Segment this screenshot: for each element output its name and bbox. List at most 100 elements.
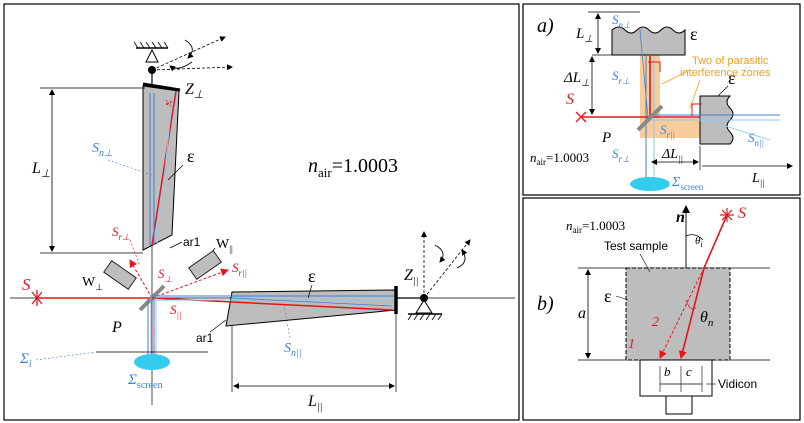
svg-text:Sr⊥: Sr⊥ bbox=[612, 68, 630, 86]
rotation-arrow-icon bbox=[456, 249, 468, 269]
svg-text:Sn⊥: Sn⊥ bbox=[612, 12, 631, 30]
panel-b-b: b bbox=[664, 364, 671, 379]
rotation-arrow-icon bbox=[434, 244, 446, 263]
label-Sr-par: S bbox=[232, 260, 239, 275]
label-Sigma-screen: Σ bbox=[127, 372, 137, 388]
svg-text:nair=1.0003: nair=1.0003 bbox=[530, 150, 589, 167]
panel-b-ray-1-label: 1 bbox=[628, 337, 635, 352]
label-Sigma-i: Σ bbox=[19, 351, 29, 367]
panel-a-annotation-2: interference zones bbox=[680, 67, 771, 79]
label-W-par: W bbox=[216, 237, 230, 252]
panel-b-ray-1 bbox=[659, 267, 705, 359]
svg-text:L⊥: L⊥ bbox=[31, 160, 51, 180]
label-S-source: S bbox=[22, 275, 31, 294]
label-ar1-bottom: ar1 bbox=[196, 331, 214, 345]
svg-text:L||: L|| bbox=[751, 171, 765, 188]
rotation-arrow-icon bbox=[184, 39, 194, 59]
panel-b-epsilon: ε bbox=[604, 286, 612, 306]
svg-text:Sr⊥: Sr⊥ bbox=[112, 224, 130, 242]
panel-a-Sr-perp: S bbox=[612, 68, 619, 83]
label-P: P bbox=[111, 319, 122, 336]
panel-a-Sn-perp: S bbox=[612, 12, 619, 27]
label-Z-perp: Z bbox=[185, 81, 195, 98]
panel-b-test-sample-label: Test sample bbox=[604, 239, 668, 253]
label-S-perp: S bbox=[158, 266, 165, 281]
label-Sn-par: S bbox=[284, 341, 291, 356]
panel-b-incident-ray bbox=[703, 214, 728, 269]
sample-epsilon-horizontal bbox=[225, 289, 397, 327]
label-epsilon-right: ε bbox=[308, 266, 316, 286]
window-W-par bbox=[188, 250, 222, 280]
panel-a-dL-perp: ΔL bbox=[563, 70, 581, 86]
svg-text:ΔL⊥: ΔL⊥ bbox=[563, 70, 590, 89]
svg-text:Sn||: Sn|| bbox=[748, 130, 764, 148]
svg-text:Sr||: Sr|| bbox=[232, 260, 247, 278]
panel-b-ray-2-label: 2 bbox=[652, 315, 659, 330]
rotation-arrow-icon bbox=[169, 61, 193, 72]
panel-b-theta-n: θ bbox=[700, 309, 708, 326]
panel-b-a: a bbox=[578, 305, 586, 322]
window-W-perp bbox=[103, 260, 137, 290]
panel-a: a) ε ε L⊥ ΔL⊥ Sn⊥ Sr⊥ Two of parasitic i… bbox=[530, 11, 793, 192]
panel-b-c: c bbox=[686, 364, 692, 379]
label-L-perp: L bbox=[31, 160, 41, 177]
panel-b-n-vector: n bbox=[676, 209, 685, 226]
panel-a-Sn-par: S bbox=[748, 130, 755, 145]
label-epsilon-top: ε bbox=[187, 146, 195, 166]
panel-a-label: a) bbox=[537, 15, 554, 37]
panel-a-annotation-1: Two of parasitic bbox=[692, 55, 769, 67]
label-ar1-top: ar1 bbox=[183, 235, 201, 249]
svg-text:Z||: Z|| bbox=[404, 267, 418, 287]
label-n-air-main: n bbox=[308, 155, 318, 177]
svg-text:θi: θi bbox=[695, 235, 703, 249]
panel-b-theta-i: θ bbox=[695, 235, 701, 247]
label-Sn-perp: S bbox=[92, 141, 99, 156]
svg-text:Sr⊥: Sr⊥ bbox=[612, 146, 630, 164]
panel-b-label: b) bbox=[537, 293, 554, 315]
panel-a-Sr-par: S bbox=[660, 122, 667, 137]
label-W-perp: W bbox=[82, 275, 96, 290]
panel-b-frame bbox=[522, 197, 801, 421]
panel-a-epsilon2: ε bbox=[728, 68, 736, 88]
main-panel-frame bbox=[3, 3, 520, 421]
svg-text:Z⊥: Z⊥ bbox=[185, 81, 204, 101]
panel-b-test-sample bbox=[625, 267, 731, 361]
mirror-z-perp bbox=[142, 82, 181, 92]
right-mount-icon bbox=[415, 299, 433, 314]
panel-a-beam-splitter bbox=[636, 104, 664, 132]
panel-a-L-perp: L bbox=[575, 26, 584, 42]
panel-b-S: S bbox=[738, 205, 746, 222]
svg-text:S||: S|| bbox=[170, 302, 181, 320]
svg-text:W⊥: W⊥ bbox=[82, 275, 103, 292]
svg-text:Σi: Σi bbox=[19, 351, 32, 370]
svg-text:L||: L|| bbox=[307, 393, 322, 413]
sample-epsilon-top bbox=[611, 26, 686, 56]
panel-b-vidicon bbox=[639, 359, 713, 397]
svg-text:ΔL||: ΔL|| bbox=[661, 147, 683, 164]
panel-a-S: S bbox=[566, 91, 574, 108]
label-L-par: L bbox=[307, 393, 317, 410]
main-panel: L⊥ Sn⊥ ε Z⊥ nair=1.0003 ar1 Sr⊥ S⊥ W|| S… bbox=[10, 36, 515, 413]
svg-text:nair=1.0003: nair=1.0003 bbox=[566, 218, 625, 235]
panel-b-vidicon-label: Vidicon bbox=[718, 377, 757, 391]
svg-text:L⊥: L⊥ bbox=[575, 26, 593, 45]
panel-a-Sigma-screen: Σ bbox=[671, 175, 681, 190]
svg-text:Σscreen: Σscreen bbox=[671, 175, 704, 192]
panel-a-L-par: L bbox=[751, 171, 760, 186]
panel-b-n-air: n bbox=[566, 218, 573, 233]
top-mount-icon bbox=[145, 48, 159, 63]
screen-ellipse bbox=[134, 354, 170, 370]
svg-text:W||: W|| bbox=[216, 237, 233, 254]
parasitic-zone bbox=[640, 50, 700, 138]
panel-b-ray-2 bbox=[678, 267, 705, 359]
panel-a-n-air: n bbox=[530, 150, 537, 165]
panel-a-P: P bbox=[601, 130, 611, 146]
svg-text:Sr||: Sr|| bbox=[660, 122, 675, 140]
panel-a-epsilon1: ε bbox=[690, 24, 698, 44]
panel-a-dL-par: ΔL bbox=[661, 147, 678, 162]
svg-text:nair=1.0003: nair=1.0003 bbox=[308, 155, 398, 180]
label-Z-par: Z bbox=[404, 267, 414, 284]
label-Sr-perp: S bbox=[112, 224, 119, 239]
svg-text:Sn⊥: Sn⊥ bbox=[92, 141, 113, 159]
